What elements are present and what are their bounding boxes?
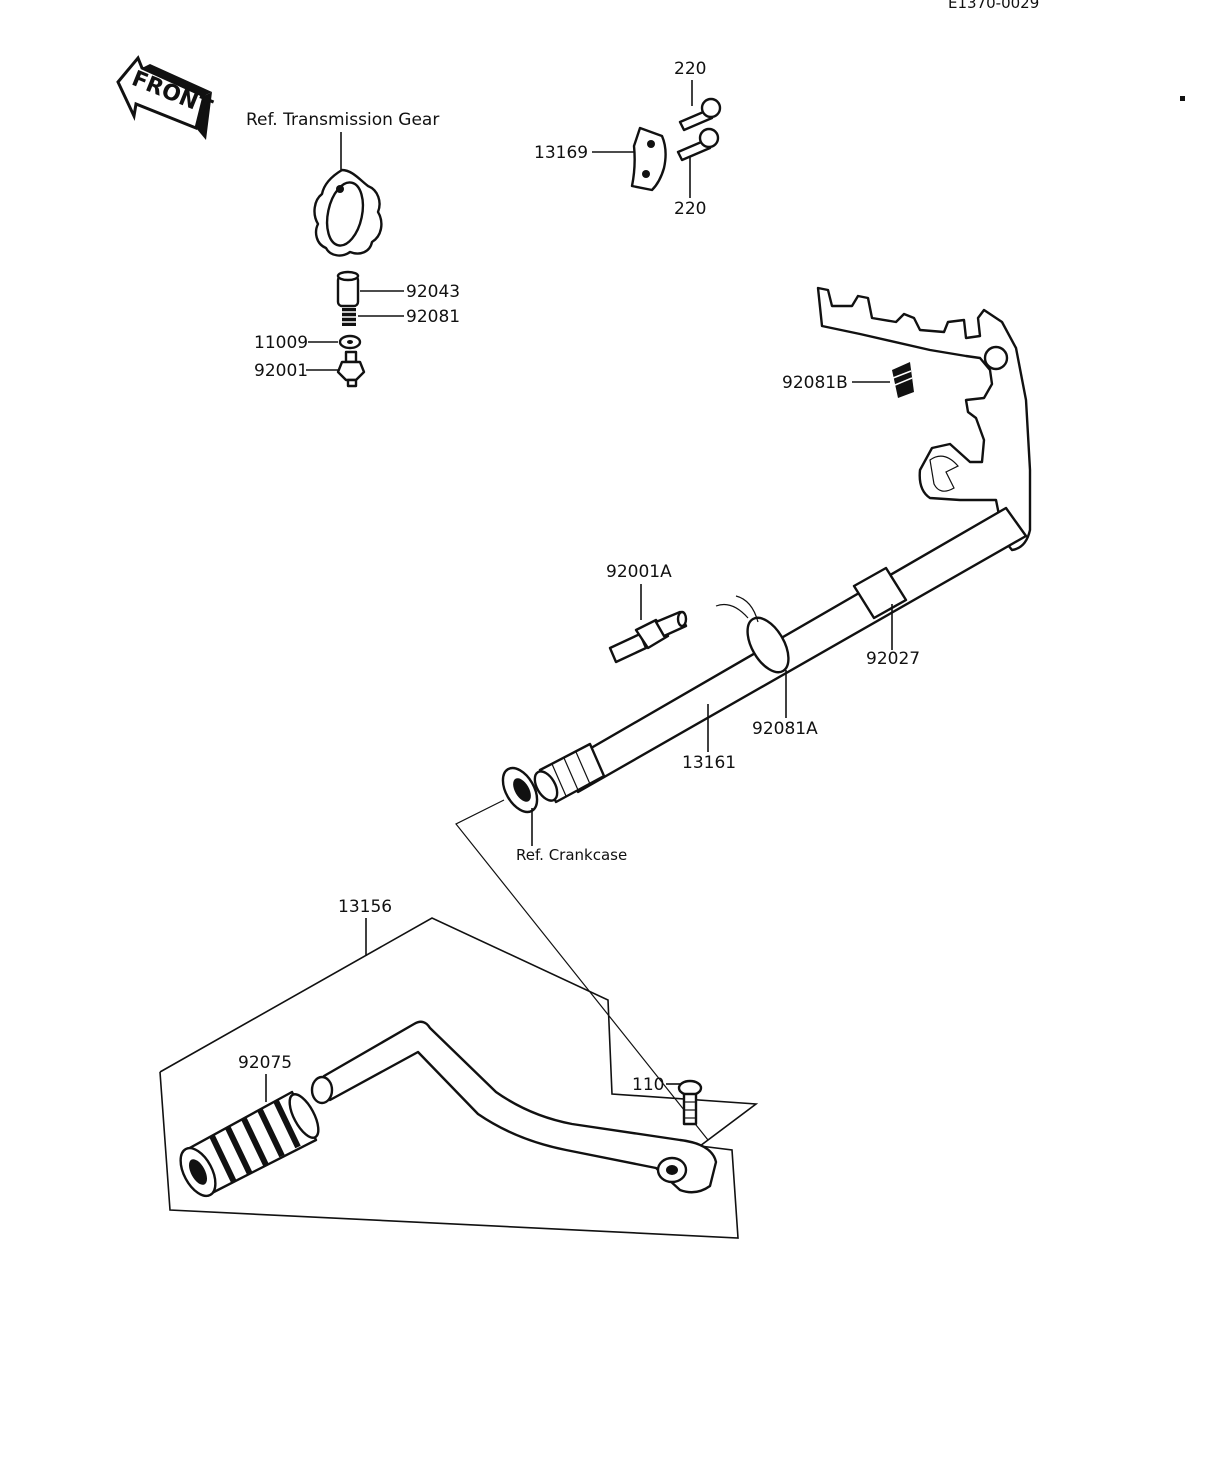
ref-transmission-gear-label: Ref. Transmission Gear [246, 110, 439, 130]
stud-bolt-92001A [608, 610, 688, 664]
bolt-110 [677, 1079, 703, 1126]
transmission-gear-cam [313, 168, 383, 257]
plug-bolt-92001 [336, 350, 366, 388]
part-92081A-label: 92081A [752, 719, 818, 739]
oil-seal [501, 766, 539, 814]
pedal-rubber-92075 [179, 1090, 320, 1198]
part-13161-label: 13161 [682, 753, 736, 773]
part-92027-label: 92027 [866, 649, 920, 669]
ref-crankcase-label: Ref. Crankcase [516, 846, 627, 864]
spring-92081B [892, 362, 914, 398]
part-92001-label: 92001 [254, 361, 308, 381]
plate-13169 [630, 126, 667, 192]
part-92081-label: 92081 [406, 307, 460, 327]
front-arrow-icon: FRONT [116, 55, 215, 140]
washer-11009 [338, 334, 362, 350]
detent-spring-92081 [342, 308, 356, 326]
part-220-bottom-label: 220 [674, 199, 706, 219]
detent-pin-92043 [336, 270, 360, 308]
part-92075-label: 92075 [238, 1053, 292, 1073]
bolt-220-bottom [676, 127, 720, 162]
shift-pedal-13156 [310, 1020, 718, 1194]
bolt-220-top [678, 97, 722, 132]
part-110-label: 110 [632, 1075, 664, 1095]
shift-arm-13161 [533, 286, 1032, 804]
stray-mark [1180, 96, 1185, 101]
part-92043-label: 92043 [406, 282, 460, 302]
part-11009-label: 11009 [254, 333, 308, 353]
part-92001A-label: 92001A [606, 562, 672, 582]
drawing-code: E1370-0029 [948, 0, 1039, 12]
part-13169-label: 13169 [534, 143, 588, 163]
part-220-top-label: 220 [674, 59, 706, 79]
part-92081B-label: 92081B [782, 373, 848, 393]
part-13156-label: 13156 [338, 897, 392, 917]
